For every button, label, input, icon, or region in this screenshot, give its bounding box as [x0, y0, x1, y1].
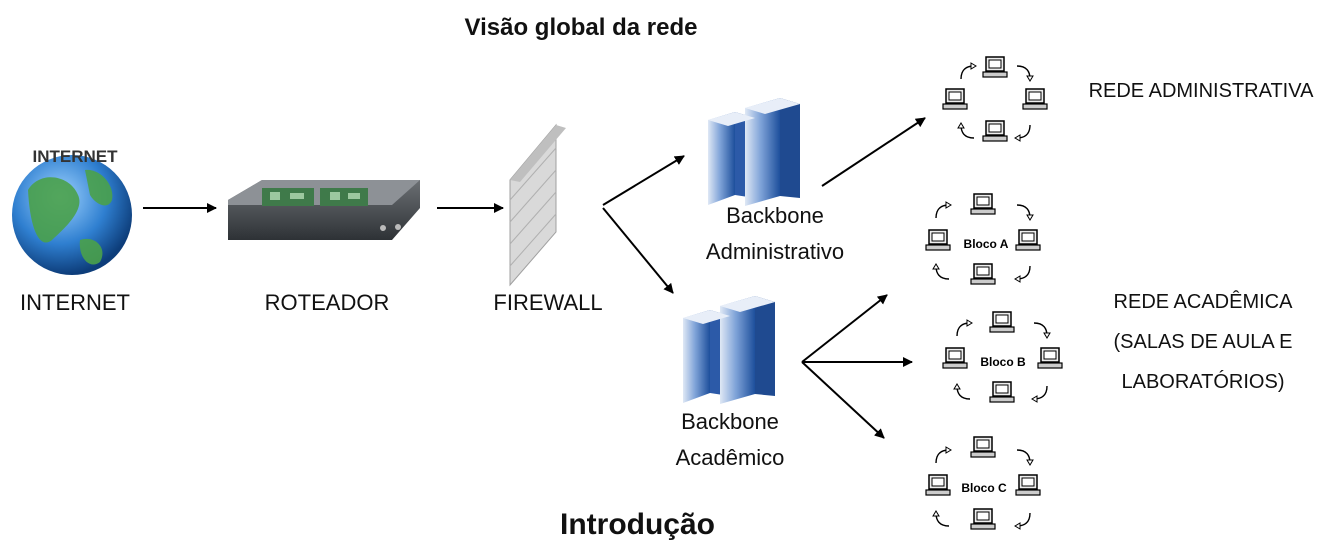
globe-icon [12, 155, 132, 275]
arrow-firewall-admin [602, 155, 685, 206]
admin-network-ring [942, 56, 1048, 142]
acad-network-line3: LABORATÓRIOS) [1121, 371, 1285, 393]
bloco-a-label: Bloco A [964, 237, 1009, 251]
acad-network-line1: REDE ACADÊMICA [1113, 291, 1293, 313]
arrow-admin-network [821, 117, 926, 187]
router-icon [228, 180, 420, 240]
backbone-admin-line1: Backbone [726, 203, 824, 228]
backbone-admin-label: Backbone Administrativo [680, 198, 870, 270]
backbone-admin-line2: Administrativo [705, 239, 845, 264]
backbone-acad-label: Backbone Acadêmico [650, 404, 810, 476]
bloco-c-label: Bloco C [961, 481, 1007, 495]
firewall-icon [509, 123, 566, 287]
arrow-acad-bloco-c [801, 361, 885, 439]
arrow-acad-bloco-a [801, 294, 888, 363]
acad-network-line2: (SALAS DE AULA E [1113, 331, 1293, 353]
backbone-acad-line2: Acadêmico [675, 445, 785, 470]
server-icon [708, 98, 800, 206]
globe-caption: INTERNET [33, 147, 119, 166]
router-label: ROTEADOR [264, 290, 390, 315]
diagram-title: Visão global da rede [464, 14, 698, 41]
arrow-firewall-acad [602, 207, 674, 294]
backbone-acad-line1: Backbone [681, 409, 779, 434]
acad-network-label: REDE ACADÊMICA (SALAS DE AULA E LABORATÓ… [1088, 282, 1318, 402]
internet-label: INTERNET [20, 290, 130, 315]
bloco-b-label: Bloco B [980, 355, 1026, 369]
firewall-label: FIREWALL [493, 290, 603, 315]
footer-title: Introdução [560, 508, 715, 541]
admin-network-label: REDE ADMINISTRATIVA [1088, 80, 1314, 102]
server-icon [683, 296, 775, 404]
